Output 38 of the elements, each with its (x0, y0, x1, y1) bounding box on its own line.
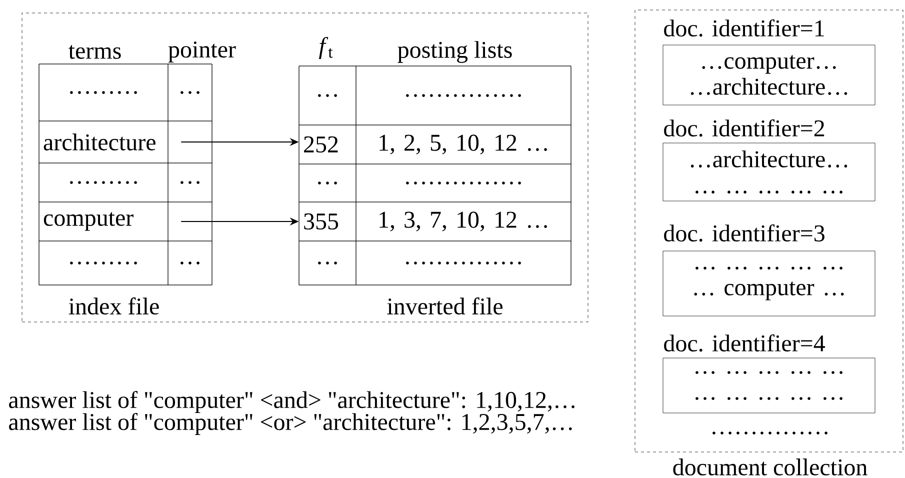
column-heading: posting lists (398, 41, 512, 63)
table-cell: … (168, 162, 212, 202)
table-cell: … (298, 66, 356, 126)
table-cell (168, 120, 212, 164)
dashed-frame (22, 12, 588, 322)
table-cell: ……… (38, 162, 168, 202)
document-box: … … … … … … computer … (662, 250, 876, 316)
table-cell: … (298, 164, 356, 202)
table-cell: 1, 2, 5, 10, 12 … (356, 124, 572, 164)
table-cell: …………… (356, 66, 572, 126)
document-box: …architecture… … … … … … (662, 142, 876, 202)
column-heading: terms (68, 45, 121, 59)
table-cell (168, 202, 212, 242)
answer-line: answer list of "computer" <or> "architecture": 1,2,3,5,7,… (9, 413, 572, 435)
table-cell: ……… (38, 64, 168, 122)
document-heading: doc. identifier=1 (664, 19, 824, 37)
table-cell: 1, 3, 7, 10, 12 … (356, 202, 572, 242)
document-heading: doc. identifier=3 (664, 224, 824, 242)
answer-line: answer list of "computer" <and> "architecture": 1,10,12,… (9, 391, 574, 413)
table-cell: ……… (38, 240, 168, 286)
column-heading: f$_{t}$ (318, 37, 333, 59)
collection-caption: document collection (673, 458, 868, 476)
table-cell: computer (38, 202, 168, 242)
table-cell: 355 (298, 202, 356, 242)
table-caption: index file (68, 297, 159, 315)
document-box: …computer… …architecture… (662, 44, 876, 106)
table-cell: 252 (298, 124, 356, 164)
document-heading: doc. identifier=4 (664, 334, 825, 352)
table-cell: … (168, 64, 212, 122)
table-cell: architecture (38, 120, 168, 164)
table-caption: inverted file (387, 297, 502, 315)
column-heading: pointer (168, 42, 236, 62)
document-heading: doc. identifier=2 (664, 119, 824, 137)
table-cell: … (168, 240, 212, 286)
table-cell: … (298, 240, 356, 286)
table-cell: …………… (356, 164, 572, 202)
document-box: … … … … … … … … … … (662, 358, 876, 414)
table-cell: …………… (356, 240, 572, 286)
